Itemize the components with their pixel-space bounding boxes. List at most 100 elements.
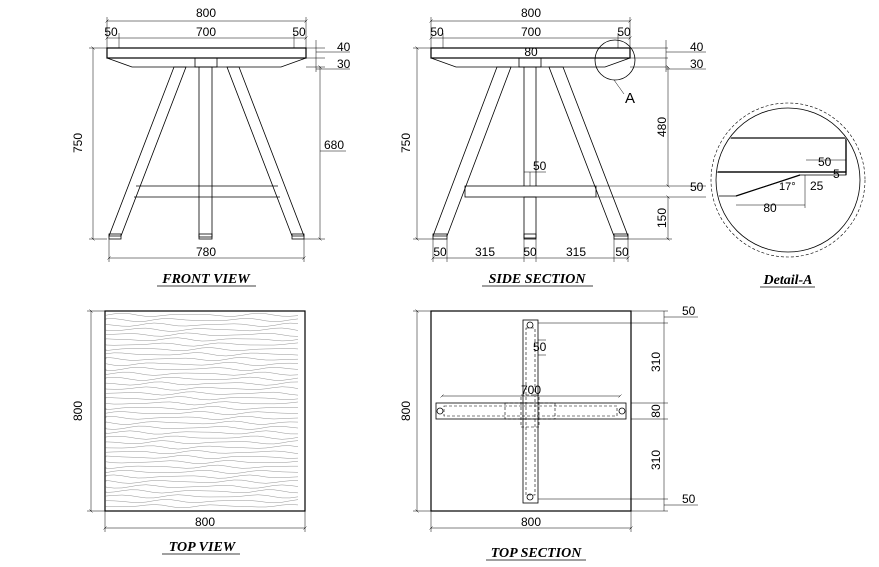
grain-line bbox=[105, 342, 299, 347]
grain-line bbox=[105, 406, 299, 410]
grain-line bbox=[105, 484, 299, 489]
front-foot-left bbox=[108, 233, 122, 240]
side-dim-foot-right: 50 bbox=[615, 245, 629, 259]
detail-dim-angle: 17° bbox=[779, 181, 796, 193]
side-dim-80: 80 bbox=[524, 45, 538, 59]
detail-callout-circle bbox=[594, 39, 636, 81]
grain-line bbox=[105, 362, 299, 366]
grain-line bbox=[105, 474, 299, 479]
side-dim-800: 800 bbox=[521, 6, 541, 20]
grain-line bbox=[105, 401, 299, 406]
grain-line bbox=[105, 494, 299, 499]
detail-dim-80: 80 bbox=[763, 201, 777, 215]
side-dim-750: 750 bbox=[399, 133, 413, 153]
top-section-dim-center: 80 bbox=[649, 404, 663, 418]
grain-line bbox=[105, 470, 299, 474]
grain-line bbox=[105, 396, 299, 401]
top-section-dim-width: 800 bbox=[521, 515, 541, 529]
top-section-arm-vertical bbox=[522, 319, 539, 504]
front-leg-left bbox=[108, 66, 187, 237]
top-section-dim-arm-width: 50 bbox=[533, 340, 547, 354]
grain-line bbox=[105, 504, 299, 508]
side-center-block bbox=[518, 57, 542, 68]
grain-line bbox=[105, 376, 299, 381]
side-dim-700: 700 bbox=[521, 25, 541, 39]
front-dim-680: 680 bbox=[324, 138, 344, 152]
top-section: 800 800 50 310 80 310 50 700 50 TOP SECT… bbox=[399, 304, 698, 561]
grain-line bbox=[105, 347, 299, 351]
grain-line bbox=[105, 366, 299, 371]
detail-circle-inner bbox=[715, 107, 861, 253]
top-section-dim-edge-top: 50 bbox=[682, 304, 696, 318]
side-dim-50-right: 50 bbox=[617, 25, 631, 39]
grain-line bbox=[105, 332, 299, 337]
detail-a: 50 5 17° 25 80 Detail-A bbox=[710, 102, 866, 288]
side-leg-left bbox=[432, 66, 512, 237]
top-section-dim-arm: 700 bbox=[521, 383, 541, 397]
side-dim-50-post: 50 bbox=[533, 159, 547, 173]
front-apron bbox=[106, 57, 307, 68]
side-dim-150: 150 bbox=[655, 208, 669, 228]
detail-dim-5: 5 bbox=[833, 167, 840, 181]
top-section-arm-horizontal bbox=[435, 402, 627, 420]
detail-dim-50: 50 bbox=[818, 155, 832, 169]
front-dim-30: 30 bbox=[337, 57, 351, 71]
side-dim-40: 40 bbox=[690, 40, 704, 54]
wood-grain bbox=[105, 312, 299, 508]
side-dim-gap-right: 315 bbox=[566, 245, 586, 259]
grain-line bbox=[105, 420, 299, 425]
side-section-title: SIDE SECTION bbox=[489, 272, 587, 287]
grain-line bbox=[105, 386, 299, 391]
grain-line bbox=[105, 337, 299, 342]
grain-line bbox=[105, 318, 299, 322]
top-section-dim-edge-bottom: 50 bbox=[682, 492, 696, 506]
front-center-block bbox=[194, 57, 218, 68]
top-section-dim-depth: 800 bbox=[399, 401, 413, 421]
side-center-post bbox=[523, 196, 537, 239]
grain-line bbox=[105, 322, 299, 327]
side-dim-gap-left: 315 bbox=[475, 245, 495, 259]
top-section-title: TOP SECTION bbox=[491, 546, 583, 561]
grain-line bbox=[105, 445, 299, 450]
grain-line bbox=[105, 381, 299, 386]
detail-circle-outer bbox=[710, 102, 866, 258]
top-view-dim-width: 800 bbox=[195, 515, 215, 529]
side-section: 800 50 700 50 80 40 30 480 50 150 750 bbox=[399, 6, 706, 287]
front-view-title: FRONT VIEW bbox=[161, 272, 251, 287]
detail-dim-25: 25 bbox=[810, 179, 824, 193]
grain-line bbox=[105, 357, 299, 361]
grain-line bbox=[105, 352, 299, 357]
grain-line bbox=[105, 479, 299, 484]
side-leg-right bbox=[548, 66, 629, 237]
side-stretcher bbox=[464, 185, 597, 198]
grain-line bbox=[105, 327, 299, 332]
side-dim-foot-left: 50 bbox=[433, 245, 447, 259]
detail-callout-label: A bbox=[625, 90, 635, 107]
top-section-outline bbox=[430, 310, 632, 512]
top-section-dim-span-bottom: 310 bbox=[649, 450, 663, 470]
front-foot-center bbox=[198, 233, 213, 240]
detail-a-title: Detail-A bbox=[763, 273, 813, 288]
side-dim-30: 30 bbox=[690, 57, 704, 71]
grain-line bbox=[105, 312, 299, 317]
grain-line bbox=[105, 440, 299, 445]
top-view-dim-depth: 800 bbox=[71, 401, 85, 421]
grain-line bbox=[105, 460, 299, 464]
grain-line bbox=[105, 489, 299, 494]
grain-line bbox=[105, 411, 299, 415]
front-view: 800 50 700 50 40 30 750 680 780 FRONT VI… bbox=[71, 6, 351, 287]
front-dim-40: 40 bbox=[337, 40, 351, 54]
front-tabletop bbox=[106, 47, 307, 59]
front-dim-50-left: 50 bbox=[104, 25, 118, 39]
grain-line bbox=[105, 425, 299, 430]
grain-line bbox=[105, 391, 299, 396]
side-apron bbox=[430, 57, 631, 68]
grain-line bbox=[105, 430, 299, 435]
front-dim-750: 750 bbox=[71, 133, 85, 153]
top-view: 800 800 TOP VIEW bbox=[71, 311, 305, 555]
side-dim-50-stretcher: 50 bbox=[690, 180, 704, 194]
grain-line bbox=[105, 435, 299, 440]
grain-line bbox=[105, 455, 299, 459]
front-dim-700: 700 bbox=[196, 25, 216, 39]
